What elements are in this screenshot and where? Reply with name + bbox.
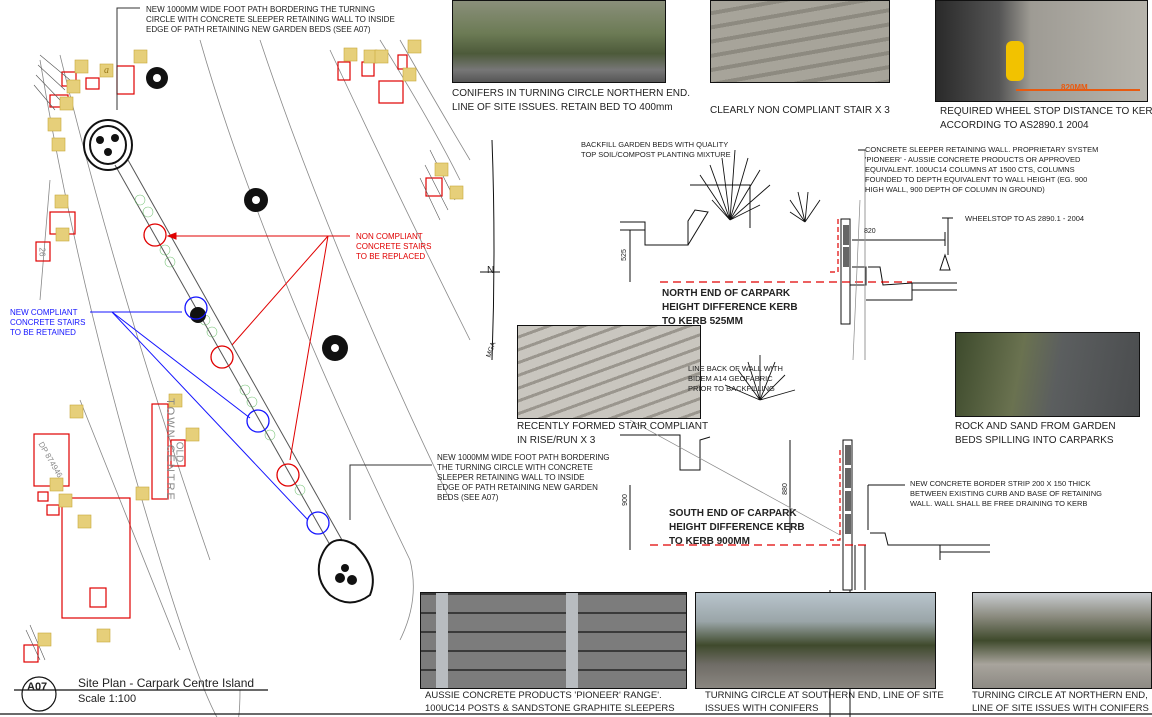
photo-conifers-northern-end bbox=[452, 0, 666, 83]
footpath-note-lower: NEW 1000mm WIDE FOOT PATH BORDERING THE … bbox=[437, 453, 609, 503]
plant-symbol bbox=[699, 149, 821, 401]
drawing-code: A07 bbox=[27, 681, 48, 693]
non-compliant-stairs-note: NON COMPLIANT CONCRETE STAIRS TO BE REPL… bbox=[356, 232, 431, 262]
photo-caption: TURNING CIRCLE AT NORTHERN END,LINE OF S… bbox=[972, 690, 1149, 714]
note-line: EDGE OF PATH RETAINING NEW GARDEN bbox=[437, 483, 598, 492]
photo-non-compliant-stair bbox=[710, 0, 890, 83]
photo-pioneer-wall bbox=[420, 592, 687, 689]
note-line: TO BE REPLACED bbox=[356, 252, 426, 261]
dimension-880: 880 bbox=[781, 483, 789, 495]
note-line: EDGE OF PATH RETAINING NEW GARDEN BEDS (… bbox=[146, 25, 371, 34]
lot-label: 26 bbox=[37, 247, 47, 257]
photo-rock-sand bbox=[955, 332, 1140, 417]
border-strip-note: NEW CONCRETE BORDER STRIP 200 x 150 THIC… bbox=[910, 479, 1102, 508]
photo-caption: AUSSIE CONCRETE PRODUCTS 'PIONEER' RANGE… bbox=[425, 690, 675, 714]
note-line: NEW 1000mm WIDE FOOT PATH BORDERING THE … bbox=[146, 5, 376, 14]
tree-icons bbox=[146, 67, 348, 361]
note-line: TO BE RETAINED bbox=[10, 328, 76, 337]
note-line: CIRCLE WITH CONCRETE SLEEPER RETAINING W… bbox=[146, 15, 395, 24]
dimension-label: 820mm bbox=[1061, 83, 1088, 92]
old-label: OLD bbox=[173, 441, 185, 463]
note-line: NEW COMPLIANT bbox=[10, 308, 78, 317]
dimension-900: 900 bbox=[621, 494, 629, 506]
note-line: SLEEPER RETAINING WALL TO INSIDE bbox=[437, 473, 585, 482]
photo-wheel-stop: 820mm bbox=[935, 0, 1148, 102]
retaining-wall-note: CONCRETE SLEEPER RETAINING WALL. PROPRIE… bbox=[865, 145, 1099, 194]
photo-caption: CONIFERS IN TURNING CIRCLE NORTHERN END.… bbox=[452, 88, 690, 113]
photo-caption: CLEARLY NON COMPLIANT STAIR X 3 bbox=[710, 105, 890, 116]
photo-caption: TURNING CIRCLE AT SOUTHERN END, LINE OF … bbox=[705, 690, 944, 714]
drawing-scale: Scale 1:100 bbox=[78, 693, 137, 705]
note-line: CONCRETE STAIRS bbox=[356, 242, 432, 251]
wheel-stop-icon bbox=[1006, 41, 1024, 81]
note-line: NON COMPLIANT bbox=[356, 232, 423, 241]
annotation-marker[interactable]: a bbox=[104, 65, 109, 76]
photo-turning-circle-south bbox=[695, 592, 936, 689]
note-line: BEDS (SEE A07) bbox=[437, 493, 499, 502]
dimension-525: 525 bbox=[620, 249, 628, 261]
footpath-note-top: NEW 1000mm WIDE FOOT PATH BORDERING THE … bbox=[146, 5, 395, 35]
note-line: THE TURNING CIRCLE WITH CONCRETE bbox=[437, 463, 593, 472]
photo-turning-circle-north bbox=[972, 592, 1152, 689]
dimension-arrow bbox=[1016, 89, 1140, 91]
dimension-820: 820 bbox=[864, 228, 876, 235]
note-line: CONCRETE STAIRS bbox=[10, 318, 86, 327]
annotation-stickers bbox=[37, 39, 464, 647]
drawing-title: Site Plan - Carpark Centre Island bbox=[78, 676, 255, 690]
note-line: NEW 1000mm WIDE FOOT PATH BORDERING bbox=[437, 453, 610, 462]
wheelstop-note: WHEELSTOP TO AS 2890.1 - 2004 bbox=[965, 214, 1085, 223]
north-arrow-icon: N bbox=[487, 265, 495, 276]
photo-compliant-stair bbox=[517, 325, 701, 419]
compliant-stairs-note: NEW COMPLIANT CONCRETE STAIRS TO BE RETA… bbox=[10, 308, 85, 338]
